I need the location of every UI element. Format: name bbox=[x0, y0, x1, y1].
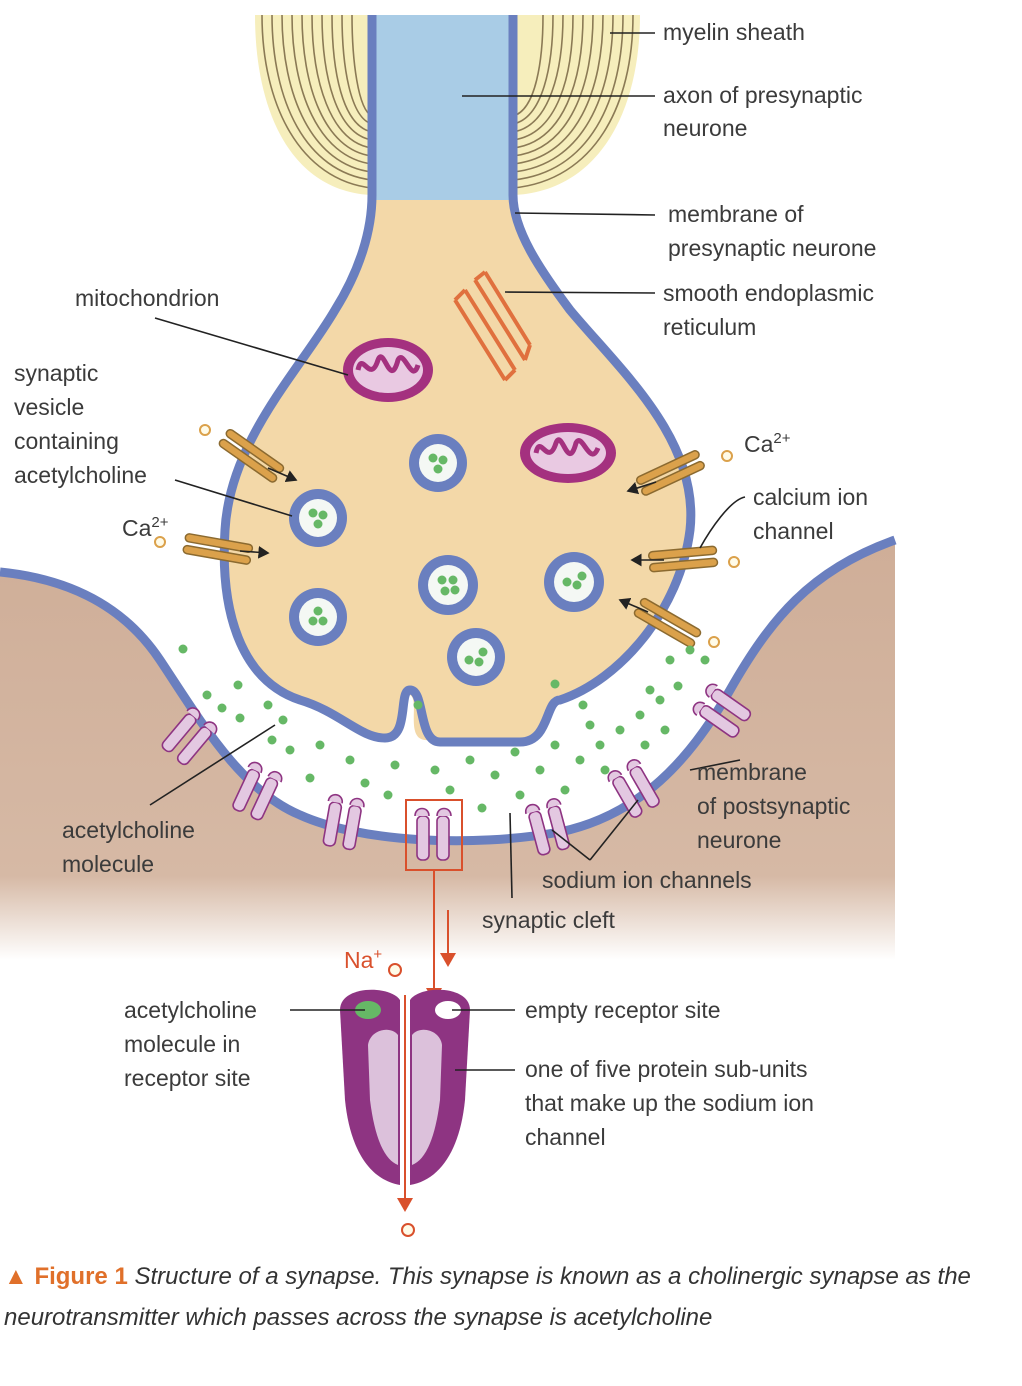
labels: myelin sheath axon of presynaptic neuron… bbox=[14, 19, 876, 1150]
label-synaptic-cleft: synaptic cleft bbox=[482, 907, 616, 933]
synaptic-vesicles bbox=[289, 434, 604, 686]
sodium-ion-bottom bbox=[401, 1223, 415, 1237]
leader-lines bbox=[149, 32, 746, 1071]
figure-caption: ▲ Figure 1 Structure of a synapse. This … bbox=[4, 1256, 1004, 1338]
synaptic-vesicle bbox=[447, 628, 505, 686]
synapse-diagram: myelin sheath axon of presynaptic neuron… bbox=[0, 0, 897, 1237]
label-calcium-channel-1: calcium ion bbox=[753, 484, 868, 510]
label-ser-1: smooth endoplasmic bbox=[663, 280, 874, 306]
calcium-ions bbox=[154, 424, 740, 648]
label-vesicle-2: vesicle bbox=[14, 394, 84, 420]
label-membrane-pre-1: membrane of bbox=[668, 201, 804, 227]
label-axon-1: axon of presynaptic bbox=[663, 82, 862, 108]
calcium-arrows bbox=[239, 467, 664, 613]
highlight-box bbox=[405, 799, 463, 1002]
label-vesicle-4: acetylcholine bbox=[14, 462, 147, 488]
label-subunit-1: one of five protein sub-units bbox=[525, 1056, 808, 1082]
synaptic-vesicle bbox=[409, 434, 467, 492]
empty-receptor-site bbox=[435, 1001, 461, 1019]
label-ca-left: Ca2+ bbox=[122, 514, 169, 541]
synaptic-vesicle bbox=[544, 552, 604, 612]
enlarged-sodium-channel bbox=[340, 963, 470, 1237]
calcium-channel bbox=[633, 597, 702, 648]
mitochondrion-2 bbox=[520, 423, 616, 483]
label-na: Na+ bbox=[344, 946, 382, 973]
label-ach-molecule-1: acetylcholine bbox=[62, 817, 195, 843]
acetylcholine-in-site bbox=[355, 1001, 381, 1019]
sodium-channel bbox=[607, 759, 660, 818]
label-ach-molecule-2: molecule bbox=[62, 851, 154, 877]
label-membrane-post-3: neurone bbox=[697, 827, 781, 853]
label-sodium-channels: sodium ion channels bbox=[542, 867, 752, 893]
label-ach-in-site-2: molecule in bbox=[124, 1031, 240, 1057]
sodium-channel bbox=[414, 807, 452, 861]
label-mitochondrion: mitochondrion bbox=[75, 285, 219, 311]
label-subunit-2: that make up the sodium ion bbox=[525, 1090, 814, 1116]
sodium-channel bbox=[232, 761, 283, 821]
synaptic-vesicle bbox=[289, 489, 347, 547]
label-membrane-post-1: membrane bbox=[697, 759, 807, 785]
label-ca-right: Ca2+ bbox=[744, 430, 791, 457]
smooth-er bbox=[453, 270, 532, 382]
label-axon-2: neurone bbox=[663, 115, 747, 141]
sodium-ion-channels bbox=[161, 683, 752, 861]
caption-text: Structure of a synapse. This synapse is … bbox=[4, 1263, 971, 1331]
mitochondrion bbox=[343, 338, 433, 402]
label-vesicle-1: synaptic bbox=[14, 360, 98, 386]
label-empty-site: empty receptor site bbox=[525, 997, 721, 1023]
caption-marker-icon: ▲ bbox=[4, 1263, 28, 1290]
calcium-channel bbox=[647, 545, 719, 573]
sodium-channel bbox=[161, 707, 218, 766]
synaptic-vesicle bbox=[289, 588, 347, 646]
calcium-channel bbox=[182, 533, 254, 565]
label-vesicle-3: containing bbox=[14, 428, 119, 454]
sodium-channel bbox=[692, 683, 752, 738]
label-ser-2: reticulum bbox=[663, 314, 756, 340]
label-ach-in-site-1: acetylcholine bbox=[124, 997, 257, 1023]
label-calcium-channel-2: channel bbox=[753, 518, 834, 544]
calcium-channel bbox=[218, 428, 285, 483]
synaptic-vesicle bbox=[418, 555, 478, 615]
label-membrane-pre-2: presynaptic neurone bbox=[668, 235, 876, 261]
calcium-channel bbox=[635, 450, 705, 496]
sodium-ion-top bbox=[388, 963, 402, 977]
label-ach-in-site-3: receptor site bbox=[124, 1065, 251, 1091]
label-membrane-post-2: of postsynaptic bbox=[697, 793, 850, 819]
sodium-channel bbox=[322, 793, 365, 851]
label-myelin-sheath: myelin sheath bbox=[663, 19, 805, 45]
label-subunit-3: channel bbox=[525, 1124, 606, 1150]
postsynaptic-neurone bbox=[0, 535, 897, 960]
caption-figure-number: Figure 1 bbox=[34, 1263, 128, 1290]
calcium-ion-channels bbox=[182, 428, 719, 648]
acetylcholine-molecules bbox=[178, 644, 710, 813]
